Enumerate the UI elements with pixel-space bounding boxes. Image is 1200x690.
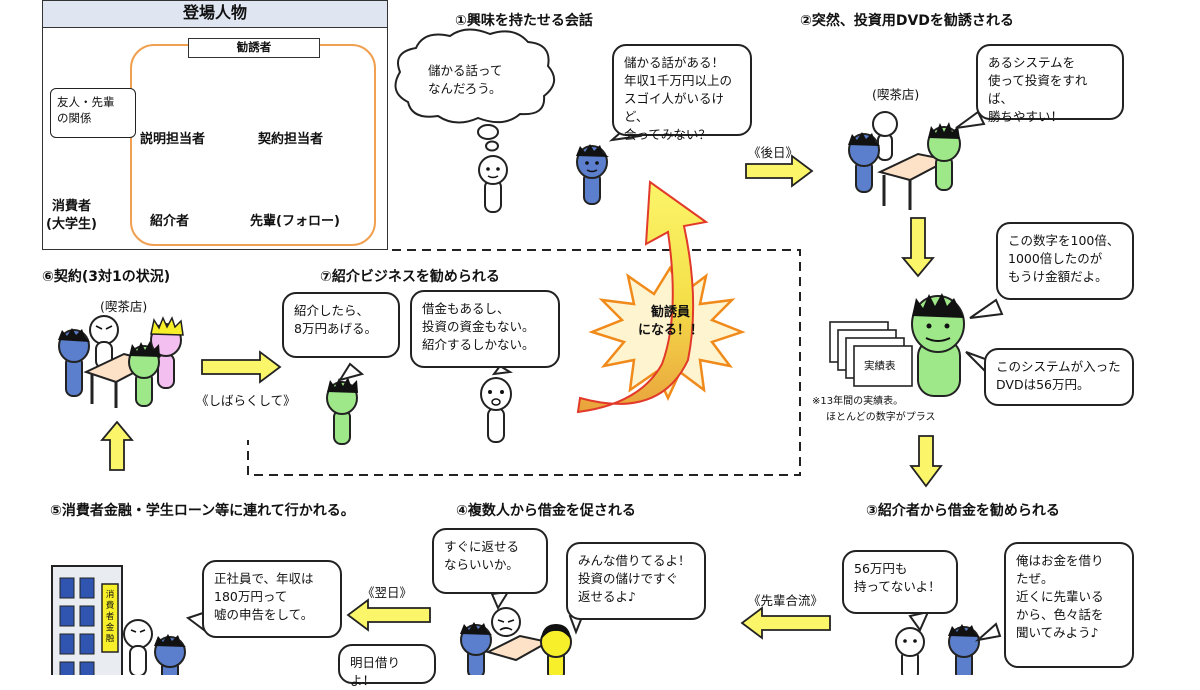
arrow-down-1: [901, 217, 935, 278]
step6-place: (喫茶店): [100, 299, 148, 314]
figure-step2-big-explainer: [911, 293, 965, 397]
bubble-tail-s2: [955, 110, 986, 129]
bubble-tail-s4: [490, 590, 510, 611]
bubble-tail-s7b: [491, 364, 513, 376]
figure-step1-introducer: [576, 144, 609, 205]
loan-building: [51, 565, 123, 675]
step2-title: ②突然、投資用DVDを勧誘される: [800, 13, 1014, 29]
role-introducer: 紹介者: [150, 214, 190, 229]
step1-thought: 儲かる話って なんだろう。: [428, 63, 503, 96]
arrow-following-day-label: 《翌日》: [362, 585, 413, 600]
step2-speech2: この数字を100倍、 1000倍したのが もうけ金額だよ。: [996, 222, 1134, 300]
arrow-up: [100, 420, 134, 471]
step7-speech1: 紹介したら、 8万円あげる。: [282, 292, 400, 358]
arrow-senior-join-label: 《先輩合流》: [748, 593, 824, 608]
arrow-following-day: [346, 598, 431, 632]
figure-step4: [460, 607, 572, 675]
bubble-tail-s3: [908, 610, 930, 633]
figure-step5: [123, 619, 186, 675]
solicitor-group-label: 勧誘者: [188, 38, 320, 58]
relation-note: 友人・先輩 の関係: [50, 88, 136, 138]
figure-step7-consumer: [480, 377, 512, 443]
step4-speech3: 明日借りよ！: [338, 644, 436, 688]
figure-step6-group: [58, 315, 184, 408]
step3-title: ③紹介者から借金を勧められる: [866, 503, 1060, 519]
step4-speech2: みんな借りてるよ！ 投資の儲けですぐ 返せるよ♪: [566, 542, 706, 620]
dashed-loop-border: [247, 249, 801, 476]
starburst: [588, 265, 746, 401]
step7-speech2: 借金もあるし、 投資の資金もない。 紹介するしかない。: [410, 290, 560, 368]
record-note1: ※13年間の実績表。: [812, 396, 904, 407]
step3-speech-senior: 俺はお金を借り たぜ。 近くに先輩いる から、色々話を 聞いてみよう♪: [1004, 542, 1134, 668]
arrow-after-while: [201, 350, 282, 384]
figure-step7-explainer: [326, 377, 358, 445]
role-contractor: 契約担当者: [258, 132, 324, 147]
step1-speech: 儲かる話がある！ 年収1千万円以上の スゴイ人がいるけど、 会ってみない？: [612, 44, 752, 142]
role-consumer: 消費者 (大学生): [46, 199, 97, 232]
record-sheets: [829, 321, 913, 387]
arrow-next-day: [745, 154, 814, 188]
role-explainer: 説明担当者: [140, 132, 206, 147]
bubble-tail-s7: [337, 362, 365, 382]
cast-header: 登場人物: [43, 1, 387, 28]
record-note2: ほとんどの数字がプラス: [826, 412, 936, 423]
bubble-tail-s3b: [974, 622, 1002, 642]
step2-speech: あるシステムを 使って投資をすれば、 勝ちやすい！: [976, 44, 1124, 124]
thought-cloud: [394, 28, 555, 152]
step4-speech1: すぐに返せる ならいいか。: [432, 528, 548, 594]
figure-step3: [895, 624, 980, 675]
arrow-down-2: [909, 435, 943, 488]
burst-text: 勧誘員 になる！！: [638, 305, 704, 338]
step3-speech-consumer: 56万円も 持ってないよ！: [842, 550, 958, 614]
diagram-canvas: [51, 28, 1004, 675]
record-label: 実績表: [864, 360, 896, 372]
arrow-after-while-label: 《しばらくして》: [196, 393, 296, 408]
step6-title: ⑥契約(3対1の状況): [42, 269, 171, 285]
building-sign: 消費者金融: [105, 590, 115, 644]
role-senior: 先輩(フォロー): [250, 214, 340, 229]
step1-title: ①興味を持たせる会話: [455, 13, 593, 29]
arrow-senior-join: [740, 606, 831, 640]
figure-step1-consumer: [478, 155, 508, 213]
step5-speech: 正社員で、年収は 180万円って 嘘の申告をして。: [202, 560, 342, 638]
step5-title: ⑤消費者金融・学生ローン等に連れて行かれる。: [50, 503, 355, 519]
figure-step2-group: [848, 111, 961, 210]
step4-title: ④複数人から借金を促される: [456, 503, 636, 519]
step7-title: ⑦紹介ビジネスを勧められる: [320, 269, 500, 285]
step2-speech3: このシステムが入った DVDは56万円。: [984, 348, 1134, 406]
bubble-tail-s2b: [969, 298, 1004, 319]
arrow-next-day-label: 《後日》: [748, 145, 799, 160]
curved-arrow: [576, 180, 709, 414]
step2-place: (喫茶店): [872, 87, 920, 102]
